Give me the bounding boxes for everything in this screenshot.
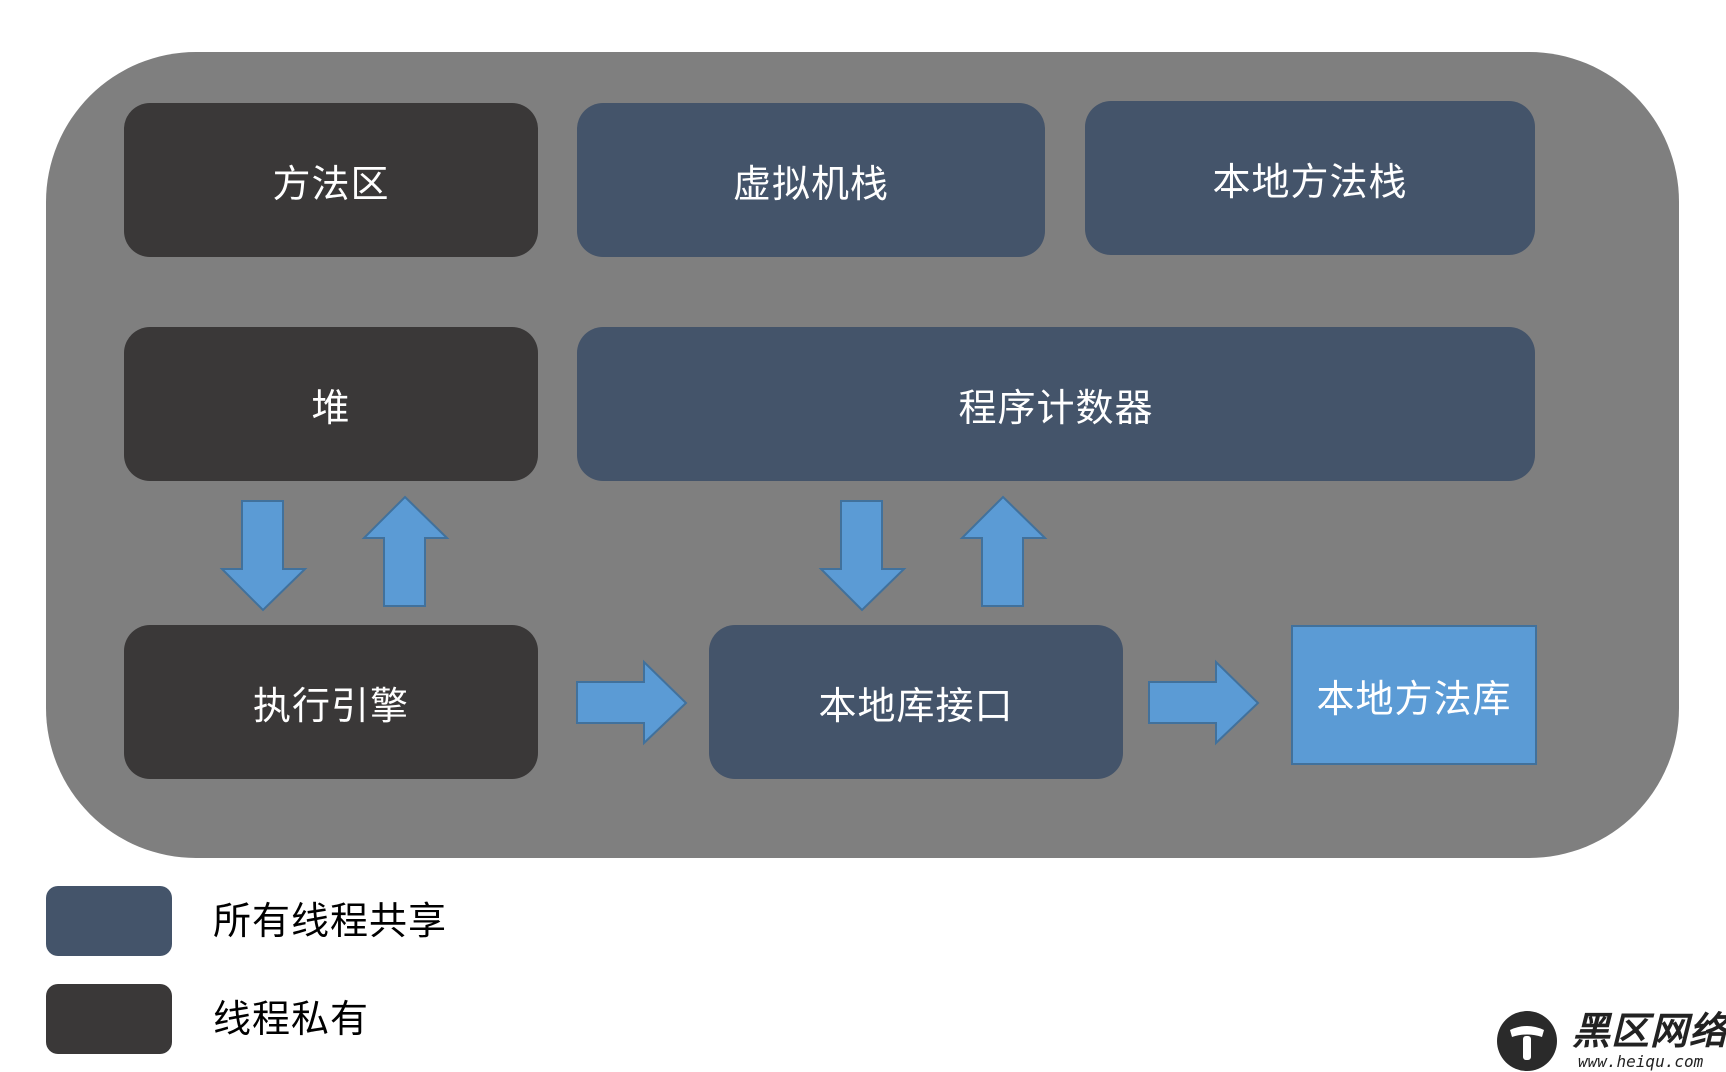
native-method-library-label: 本地方法库 [1316, 676, 1512, 721]
watermark-name: 黑区网络 [1572, 1009, 1726, 1053]
watermark-url: www.heiqu.com [1578, 1052, 1704, 1071]
native-method-stack-box: 本地方法栈 [1085, 101, 1535, 255]
native-method-stack-label: 本地方法栈 [1212, 159, 1408, 204]
heap-box: 堆 [124, 327, 538, 481]
legend-private-label: 线程私有 [213, 997, 370, 1041]
hammer-logo-icon [1497, 1011, 1557, 1071]
execution-engine-box: 执行引擎 [124, 625, 538, 779]
legend-shared-label: 所有线程共享 [213, 899, 448, 943]
engine-to-interface-right-arrow [576, 659, 688, 746]
vm-stack-box: 虚拟机栈 [577, 103, 1045, 257]
method-area-label: 方法区 [272, 161, 390, 206]
watermark: 黑区网络 www.heiqu.com [1496, 1006, 1726, 1072]
interface-to-pc-up-arrow [959, 495, 1048, 607]
program-counter-box: 程序计数器 [577, 327, 1535, 481]
legend-private-swatch [46, 984, 172, 1054]
vm-stack-label: 虚拟机栈 [732, 161, 889, 206]
native-interface-box: 本地库接口 [709, 625, 1123, 779]
legend-shared-swatch [46, 886, 172, 956]
program-counter-label: 程序计数器 [958, 385, 1154, 430]
heap-to-engine-down-arrow [219, 500, 308, 612]
native-method-library-box: 本地方法库 [1291, 625, 1537, 765]
execution-engine-label: 执行引擎 [252, 683, 409, 728]
pc-to-interface-down-arrow [818, 500, 907, 612]
engine-to-heap-up-arrow [361, 495, 450, 607]
interface-to-library-right-arrow [1148, 659, 1260, 746]
method-area-box: 方法区 [124, 103, 538, 257]
native-interface-label: 本地库接口 [818, 683, 1014, 728]
heap-label: 堆 [311, 385, 351, 430]
